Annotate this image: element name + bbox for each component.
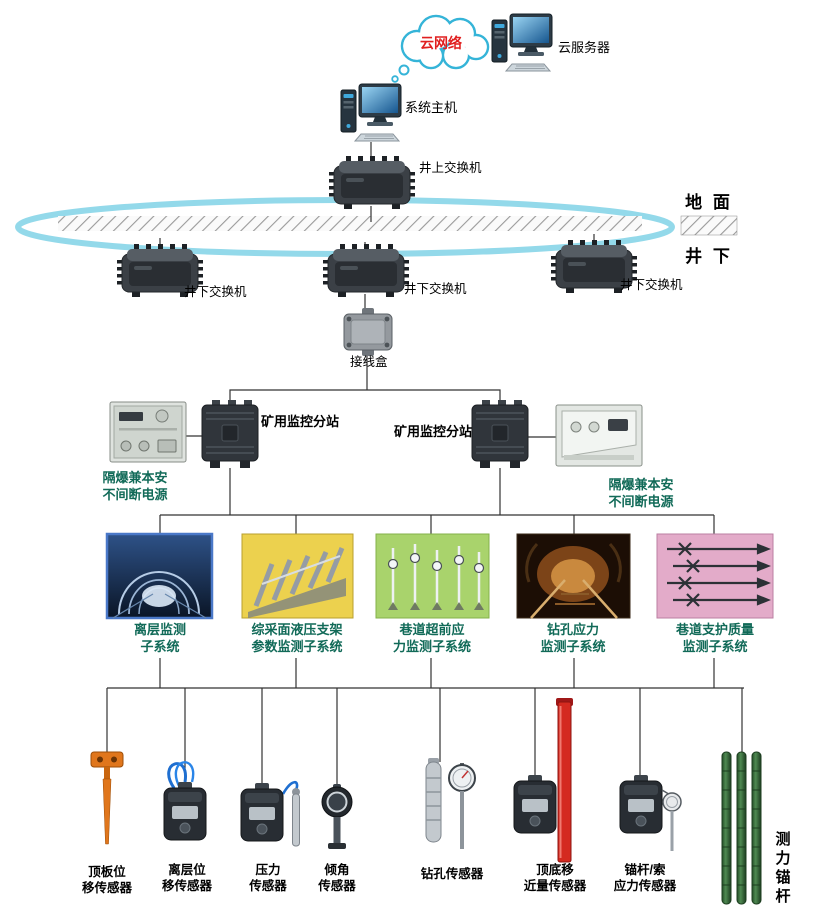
caption-line: 参数监测子系统: [251, 639, 343, 655]
ground-label: 地 面: [685, 193, 733, 212]
ups-right-label-line2: 不间断电源: [608, 493, 674, 509]
subsystem-caption-support-quality: 巷道支护质量 监测子系统: [676, 621, 754, 655]
borehole-sensor-icon: [425, 758, 476, 849]
underground-switch-2-icon: [322, 243, 410, 298]
cloud-network-label: 云网络: [420, 35, 462, 51]
substation-left-label: 矿用监控分站: [261, 414, 340, 429]
surface-switch-icon: [328, 155, 416, 210]
caption-line: 综采面液压支架: [251, 622, 343, 637]
subsystem-photo-separation-monitoring: [105, 532, 214, 620]
ups-right-icon: [555, 404, 643, 467]
cloud-server-icon: [491, 13, 553, 72]
ground-hatch-legend: [680, 215, 738, 236]
sensor-label-anchor-stress: 锚杆/索 应力传感器: [614, 862, 677, 894]
subsystem-photo-hydraulic-support: [241, 533, 354, 619]
roof-displacement-sensor-icon: [90, 751, 124, 845]
ground-hatch-band: [58, 216, 642, 231]
subsystem-photo-borehole-stress: [516, 533, 631, 619]
caption-line: 子系统: [140, 639, 180, 655]
sensor-label-line: 传感器: [249, 879, 287, 893]
pressure-sensor-icon: [240, 780, 300, 847]
sensor-label-line: 顶底移: [536, 863, 574, 877]
anchor-stress-sensor-icon: [619, 774, 682, 851]
underground-switch-3-label: 井下交换机: [620, 278, 683, 292]
underground-switch-1-label: 井下交换机: [184, 285, 247, 299]
sensor-label-line: 移传感器: [161, 879, 213, 893]
subsystem-caption-advance-stress: 巷道超前应 力监测子系统: [393, 621, 471, 655]
sensor-label-borehole: 钻孔传感器: [421, 866, 484, 882]
ups-left-label: 隔爆兼本安 不间断电源: [102, 470, 167, 504]
ups-left-label-line2: 不间断电源: [102, 486, 168, 502]
system-host-icon: [340, 83, 402, 142]
sensor-label-line: 锚杆/索: [624, 863, 666, 877]
caption-line: 离层监测: [133, 622, 187, 637]
ups-left-icon: [109, 401, 187, 463]
sensor-label-pressure: 压力 传感器: [249, 862, 287, 894]
sensor-label-roof-floor-convergence: 顶底移 近量传感器: [524, 862, 587, 894]
ups-right-label-line1: 隔爆兼本安: [608, 477, 674, 492]
sensor-label-line: 钻孔传感器: [420, 867, 484, 881]
surface-switch-label: 井上交换机: [419, 161, 482, 175]
substation-left-icon: [201, 399, 259, 469]
sensor-label-roof-displacement: 顶板位 移传感器: [82, 864, 132, 896]
junction-box-label: 接线盒: [350, 355, 388, 369]
connection-lines: [106, 142, 744, 786]
sensor-label-line: 倾角: [324, 863, 350, 877]
junction-box-icon: [343, 307, 393, 357]
cloud-server-label: 云服务器: [558, 40, 611, 55]
system-host-label: 系统主机: [405, 100, 458, 115]
underground-switch-2-label: 井下交换机: [404, 282, 467, 296]
sensor-label-line: 近量传感器: [523, 879, 587, 893]
sensor-label-line: 离层位: [168, 863, 206, 877]
ups-right-label: 隔爆兼本安 不间断电源: [608, 477, 673, 511]
sensor-label-tilt: 倾角 传感器: [318, 862, 356, 894]
caption-line: 力监测子系统: [392, 639, 472, 655]
tilt-sensor-icon: [321, 784, 353, 849]
sensor-label-line: 传感器: [318, 879, 356, 893]
sensor-label-line: 应力传感器: [613, 879, 677, 893]
separation-displacement-sensor-icon: [163, 761, 207, 841]
subsystem-photo-support-quality: [656, 533, 774, 619]
caption-line: 巷道支护质量: [675, 622, 755, 637]
caption-line: 钻孔应力: [546, 622, 600, 637]
caption-line: 巷道超前应: [399, 622, 465, 637]
substation-right-label: 矿用监控分站: [394, 424, 473, 439]
ups-left-label-line1: 隔爆兼本安: [102, 470, 168, 485]
sensor-label-line: 顶板位: [88, 865, 126, 879]
sensor-label-line: 移传感器: [81, 881, 133, 895]
substation-right-icon: [471, 399, 529, 469]
underground-label: 井 下: [685, 247, 733, 266]
roof-floor-convergence-sensor-icon: [513, 698, 573, 863]
caption-line: 监测子系统: [682, 639, 748, 655]
force-measuring-bolt-icons: [721, 751, 762, 905]
subsystem-caption-separation: 离层监测 子系统: [134, 621, 186, 655]
subsystem-caption-borehole-stress: 钻孔应力 监测子系统: [540, 621, 605, 655]
sensor-label-separation-displacement: 离层位 移传感器: [162, 862, 212, 894]
sensor-label-line: 压力: [255, 863, 281, 877]
sensor-label-force-measuring-bolt: 测力锚杆: [773, 831, 791, 907]
cloud-network-icon: [391, 14, 490, 83]
subsystem-photo-advance-stress: [375, 533, 490, 619]
subsystem-caption-hydraulic: 综采面液压支架 参数监测子系统: [251, 621, 342, 655]
caption-line: 监测子系统: [540, 639, 606, 655]
